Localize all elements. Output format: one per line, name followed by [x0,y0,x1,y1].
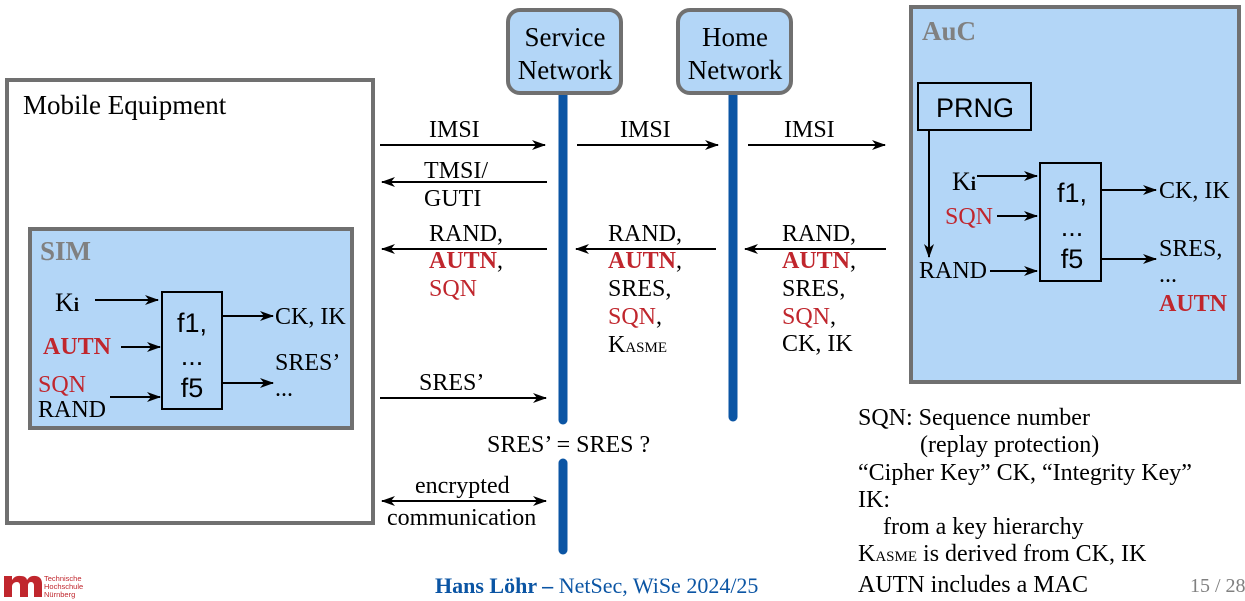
note-cipher-key: “Cipher Key” CK, “Integrity Key” [858,459,1192,486]
svg-text:Nürnberg: Nürnberg [44,590,75,599]
prng-box [917,82,1032,131]
sim-dots-label: ... [275,376,293,402]
sres-prime-label: SRES’ [419,370,484,396]
communication-label: communication [387,505,536,531]
mobile-equipment-label: Mobile Equipment [23,90,227,120]
notes-block: SQN: Sequence number (replay protection)… [858,405,1245,599]
auth3-sqn: SQN, [782,304,836,330]
auc-ki-label: Ki [952,167,976,196]
auth1-sqn: SQN [429,276,477,302]
auth1-autn: AUTN, [429,248,503,274]
auth2-kasme: KASME [608,332,667,358]
page-number: 15 / 28 [1190,575,1245,597]
auc-func-dots: ... [1061,212,1084,242]
tmsi-label: TMSI/ [424,158,488,184]
sim-func-f5: f5 [181,373,204,403]
th-nuernberg-logo: Technische Hochschule Nürnberg [4,574,83,599]
guti-label: GUTI [424,186,481,212]
sim-sqn-label: SQN [38,372,86,398]
auth3-sres: SRES, [782,276,845,302]
auc-autn-label: AUTN [1159,291,1228,317]
auth3-ckik: CK, IK [782,331,853,357]
auc-sres-label: SRES, [1159,236,1222,262]
note-key-hierarchy: from a key hierarchy [883,514,1084,541]
service-network-label-1: Service [525,22,606,52]
auc-func-f5: f5 [1061,244,1084,274]
prng-label: PRNG [936,93,1014,123]
auth2-autn: AUTN, [608,248,682,274]
imsi-label-1: IMSI [429,117,480,143]
auth3-autn: AUTN, [782,248,856,274]
auc-function-box [1039,162,1102,282]
sim-autn-label: AUTN [43,334,112,360]
sim-func-dots: ... [181,341,204,371]
auc-ckik-label: CK, IK [1159,178,1230,204]
auc-label: AuC [922,16,976,46]
service-network-box [506,8,623,95]
sim-rand-label: RAND [38,397,106,423]
sim-label: SIM [40,236,91,266]
sim-ki-label: Ki [55,288,79,317]
auc-dots-label: ... [1159,262,1177,288]
auth2-rand: RAND, [608,221,682,247]
note-sqn: SQN: Sequence number [858,405,1090,431]
svg-text:Technische: Technische [44,574,82,583]
note-kasme: KASME is derived from CK, IK [858,541,1147,568]
auth2-sres: SRES, [608,276,671,302]
auc-sqn-label: SQN [945,204,993,230]
home-network-box [676,8,793,95]
auc-func-f1: f1, [1057,178,1087,208]
encrypted-label: encrypted [415,473,510,499]
auth1-rand: RAND, [429,221,503,247]
sim-sres-label: SRES’ [275,350,340,376]
home-network-label-1: Home [702,22,768,52]
sres-compare-label: SRES’ = SRES ? [487,432,650,458]
imsi-label-3: IMSI [784,117,835,143]
imsi-label-2: IMSI [620,117,671,143]
sim-func-f1: f1, [177,308,207,338]
note-ik: IK: [858,486,890,513]
note-autn-mac: AUTN includes a MAC [858,571,1088,598]
svg-text:Hochschule: Hochschule [44,582,83,591]
auth3-rand: RAND, [782,221,856,247]
auc-rand-label: RAND [919,258,987,284]
note-replay: (replay protection) [920,432,1100,459]
sim-ckik-label: CK, IK [275,304,346,330]
service-network-label-2: Network [518,55,613,85]
sim-function-box [161,291,223,410]
home-network-label-2: Network [688,55,783,85]
auth2-sqn: SQN, [608,304,662,330]
footer-author: Hans Löhr – NetSec, WiSe 2024/25 [435,573,758,598]
